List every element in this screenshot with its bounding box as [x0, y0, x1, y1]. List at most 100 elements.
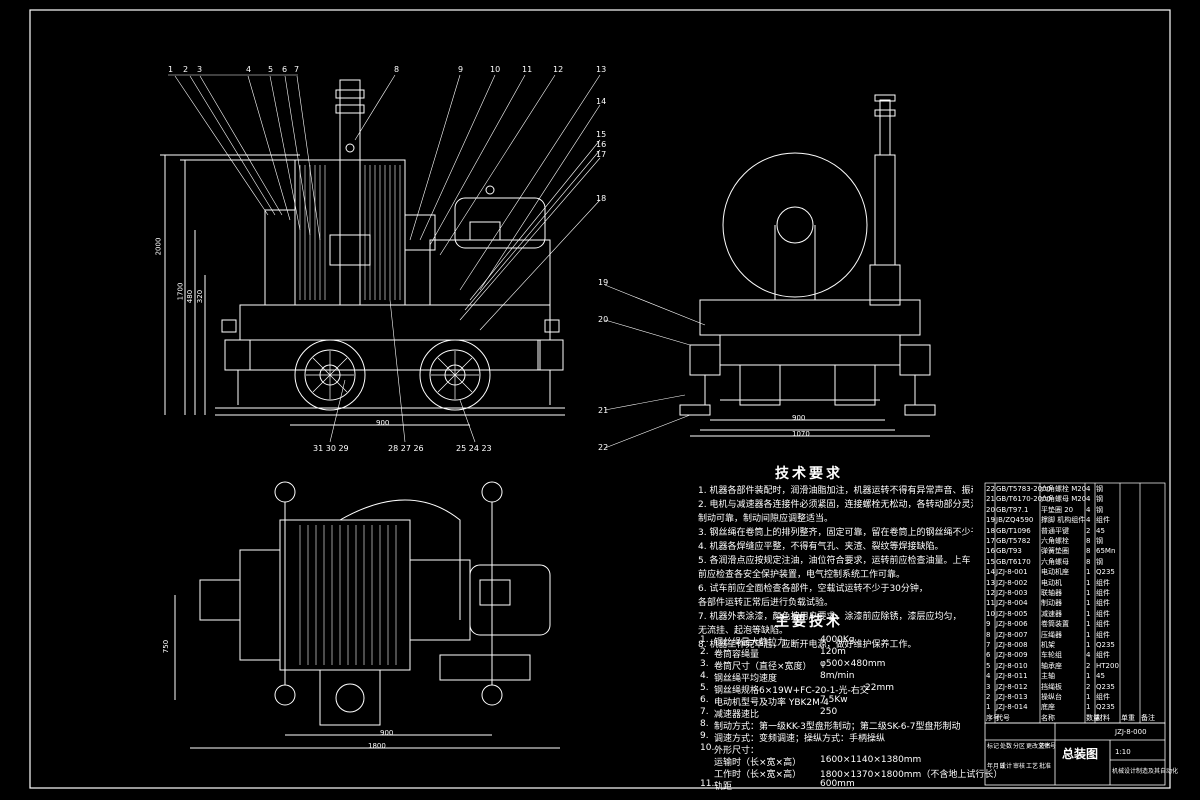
title-block: [984, 722, 1166, 786]
tech-requirement-line: 4. 机器各焊缝应平整，不得有气孔、夹渣、裂纹等焊接缺陷。: [698, 542, 944, 552]
dimension-label: 320: [196, 289, 205, 304]
bom-cell: 六角螺栓: [1041, 537, 1069, 545]
bom-cell: 钢: [1096, 495, 1103, 504]
bom-cell: 4: [1086, 505, 1091, 514]
bom-cell: 1: [1086, 578, 1091, 587]
bom-cell: 钢: [1096, 485, 1103, 493]
bom-cell: GB/T93: [996, 547, 1022, 556]
bom-cell: 13: [986, 578, 995, 587]
bom-cell: 7: [986, 641, 991, 649]
bom-cell: 钢: [1096, 557, 1103, 566]
bom-cell: 钢: [1096, 505, 1103, 514]
bom-cell: 弹簧垫圈: [1041, 547, 1069, 556]
bom-cell: JZJ-8-005: [996, 609, 1028, 618]
bom-cell: 电动机座: [1041, 568, 1069, 577]
bom-cell: GB/T97.1: [996, 505, 1029, 514]
bom-cell: 8: [986, 630, 991, 639]
tech-requirements-list: 1. 机器各部件装配时，润滑油脂加注，机器运转不得有异常声音、振动，渗漏等异常现…: [698, 484, 973, 652]
dimension-label: 750: [162, 639, 171, 654]
bom-header-cell: 代号: [996, 714, 1010, 722]
bom-cell: 组件: [1096, 599, 1110, 608]
bom-header-cell: 材料: [1096, 714, 1110, 722]
drawing-frame: [29, 9, 1171, 789]
part-number: 17: [596, 150, 607, 159]
dimension-label: 900: [376, 419, 390, 427]
bom-cell: 45: [1096, 526, 1105, 535]
title-block-label: 分区: [1013, 743, 1026, 750]
part-number: 15: [596, 130, 607, 139]
bom-cell: 65Mn: [1096, 547, 1116, 556]
bom-cell: JZJ-8-003: [996, 589, 1028, 597]
bom-cell: 1: [986, 703, 991, 712]
bom-cell: 2: [1086, 682, 1091, 691]
bom-cell: 4: [1086, 651, 1091, 660]
drawing-title: 总装图: [1062, 747, 1099, 761]
part-number: 2: [183, 65, 189, 74]
title-block-label: 批准: [1039, 763, 1052, 770]
bom-cell: JZJ-8-009: [996, 651, 1028, 660]
bom-cell: 5: [986, 661, 991, 670]
part-number: 9: [458, 65, 464, 74]
bom-cell: 2: [1086, 526, 1091, 535]
bom-cell: 4: [986, 672, 991, 681]
bom-cell: 11: [986, 599, 995, 608]
bom-cell: 组件: [1096, 630, 1110, 639]
part-number: 7: [294, 65, 300, 74]
bom-cell: JZJ-8-011: [996, 672, 1028, 681]
bom-cell: 4: [1086, 485, 1091, 493]
tech-requirement-line: 2. 电机与减速器各连接件必须紧固，连接螺栓无松动，各转动部分灵活，: [698, 500, 973, 510]
part-number: 11: [522, 65, 533, 74]
bom-cell: 六角螺栓 M20: [1041, 485, 1087, 493]
bom-cell: 21: [986, 495, 995, 504]
tech-requirement-line: 5. 各润滑点应按规定注油，油位符合要求，运转前应检查油量。上车: [698, 556, 971, 566]
bom-header-cell: 名称: [1041, 714, 1055, 722]
bom-cell: GB/T6170: [996, 557, 1031, 566]
bom-cell: GB/T6170-2000: [996, 495, 1052, 504]
title-block-label: 处数: [1000, 743, 1013, 750]
bom-cell: 车轮组: [1041, 651, 1062, 660]
bom-cell: 制动器: [1041, 599, 1062, 608]
bom-header-cell: 备注: [1141, 714, 1155, 722]
bom-cell: JZJ-8-010: [996, 661, 1028, 670]
part-number: 8: [394, 65, 400, 74]
bom-cell: GB/T5782: [996, 537, 1031, 545]
part-number: 5: [268, 65, 274, 74]
title-block-label: 标记: [987, 743, 1000, 750]
bom-cell: 操纵台: [1041, 693, 1062, 701]
bom-cell: GB/T1096: [996, 526, 1031, 535]
bom-header-cell: 数量: [1086, 714, 1100, 722]
bom-cell: 组件: [1096, 609, 1110, 618]
bom-cell: 挡绳板: [1041, 682, 1062, 691]
bom-cell: 14: [986, 568, 995, 577]
part-number: 4: [246, 65, 252, 74]
bom-cell: 压绳器: [1041, 630, 1062, 639]
bom-cell: 撑脚 机构组件: [1041, 516, 1086, 525]
bom-cell: Q235: [1096, 568, 1115, 577]
part-number: 19: [598, 278, 609, 287]
bom-cell: 19: [986, 516, 995, 525]
bom-cell: 8: [1086, 547, 1091, 556]
front-view: [160, 74, 601, 443]
main-specs-heading: 主要技术: [775, 614, 843, 630]
drawing-scale: 1:10: [1115, 748, 1131, 756]
tech-requirement-line: 前应检查各安全保护装置，电气控制系统工作可靠。: [698, 570, 906, 580]
bom-cell: 1: [1086, 620, 1091, 629]
part-number: 10: [490, 65, 501, 74]
bom-cell: 电动机: [1041, 578, 1062, 587]
bom-cell: 1: [1086, 693, 1091, 701]
bom-cell: JZJ-8-002: [996, 578, 1028, 587]
tech-requirement-line: 制动可靠，制动间隙应调整适当。: [698, 514, 834, 524]
bom-cell: 45: [1096, 672, 1105, 681]
bom-table: [984, 482, 1166, 724]
part-number: 21: [598, 406, 609, 415]
side-view: [604, 94, 936, 449]
bom-cell: 卷筒装置: [1041, 620, 1069, 629]
part-number: 18: [596, 194, 607, 203]
bom-cell: 2: [1086, 661, 1091, 670]
bom-cell: 2: [986, 693, 991, 701]
bom-header-cell: 序号: [986, 714, 1000, 722]
bom-cell: 机架: [1041, 641, 1055, 649]
bom-cell: 底座: [1041, 703, 1055, 712]
bom-cell: 轴承座: [1041, 661, 1062, 670]
tech-requirement-line: 7. 机器外表涂漆，颜色按用户要求，涂漆前应除锈，漆层应均匀，: [698, 612, 962, 622]
